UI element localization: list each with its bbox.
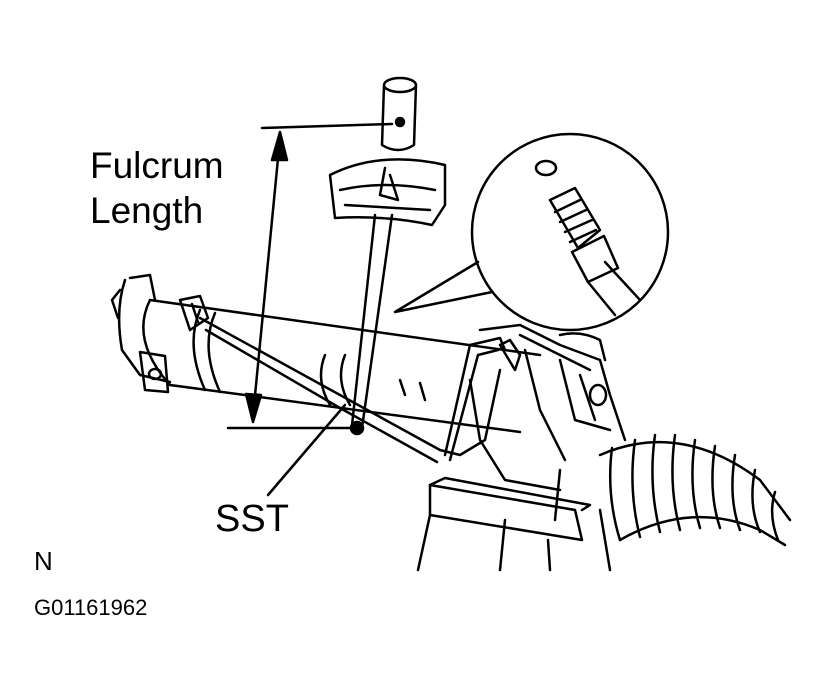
mounting-bracket: [416, 468, 612, 572]
rack-boot: [598, 433, 792, 547]
valve-body: [468, 323, 627, 492]
fulcrum-length-label: Fulcrum Length: [90, 143, 224, 233]
fulcrum-label-line-1: Fulcrum: [90, 145, 224, 186]
left-line-connector: [178, 294, 210, 332]
sst-label: SST: [215, 498, 289, 540]
torque-wrench: [328, 76, 447, 436]
fulcrum-label-line-2: Length: [90, 190, 204, 231]
sst-leader-line: [266, 403, 347, 497]
figure-id-label: G01161962: [34, 595, 148, 620]
hydraulic-lines: [198, 316, 507, 464]
left-rack-end: [110, 273, 172, 394]
fulcrum-length-dimension: [226, 122, 394, 430]
detail-callout: [393, 132, 670, 332]
view-code-label: N: [34, 546, 53, 576]
